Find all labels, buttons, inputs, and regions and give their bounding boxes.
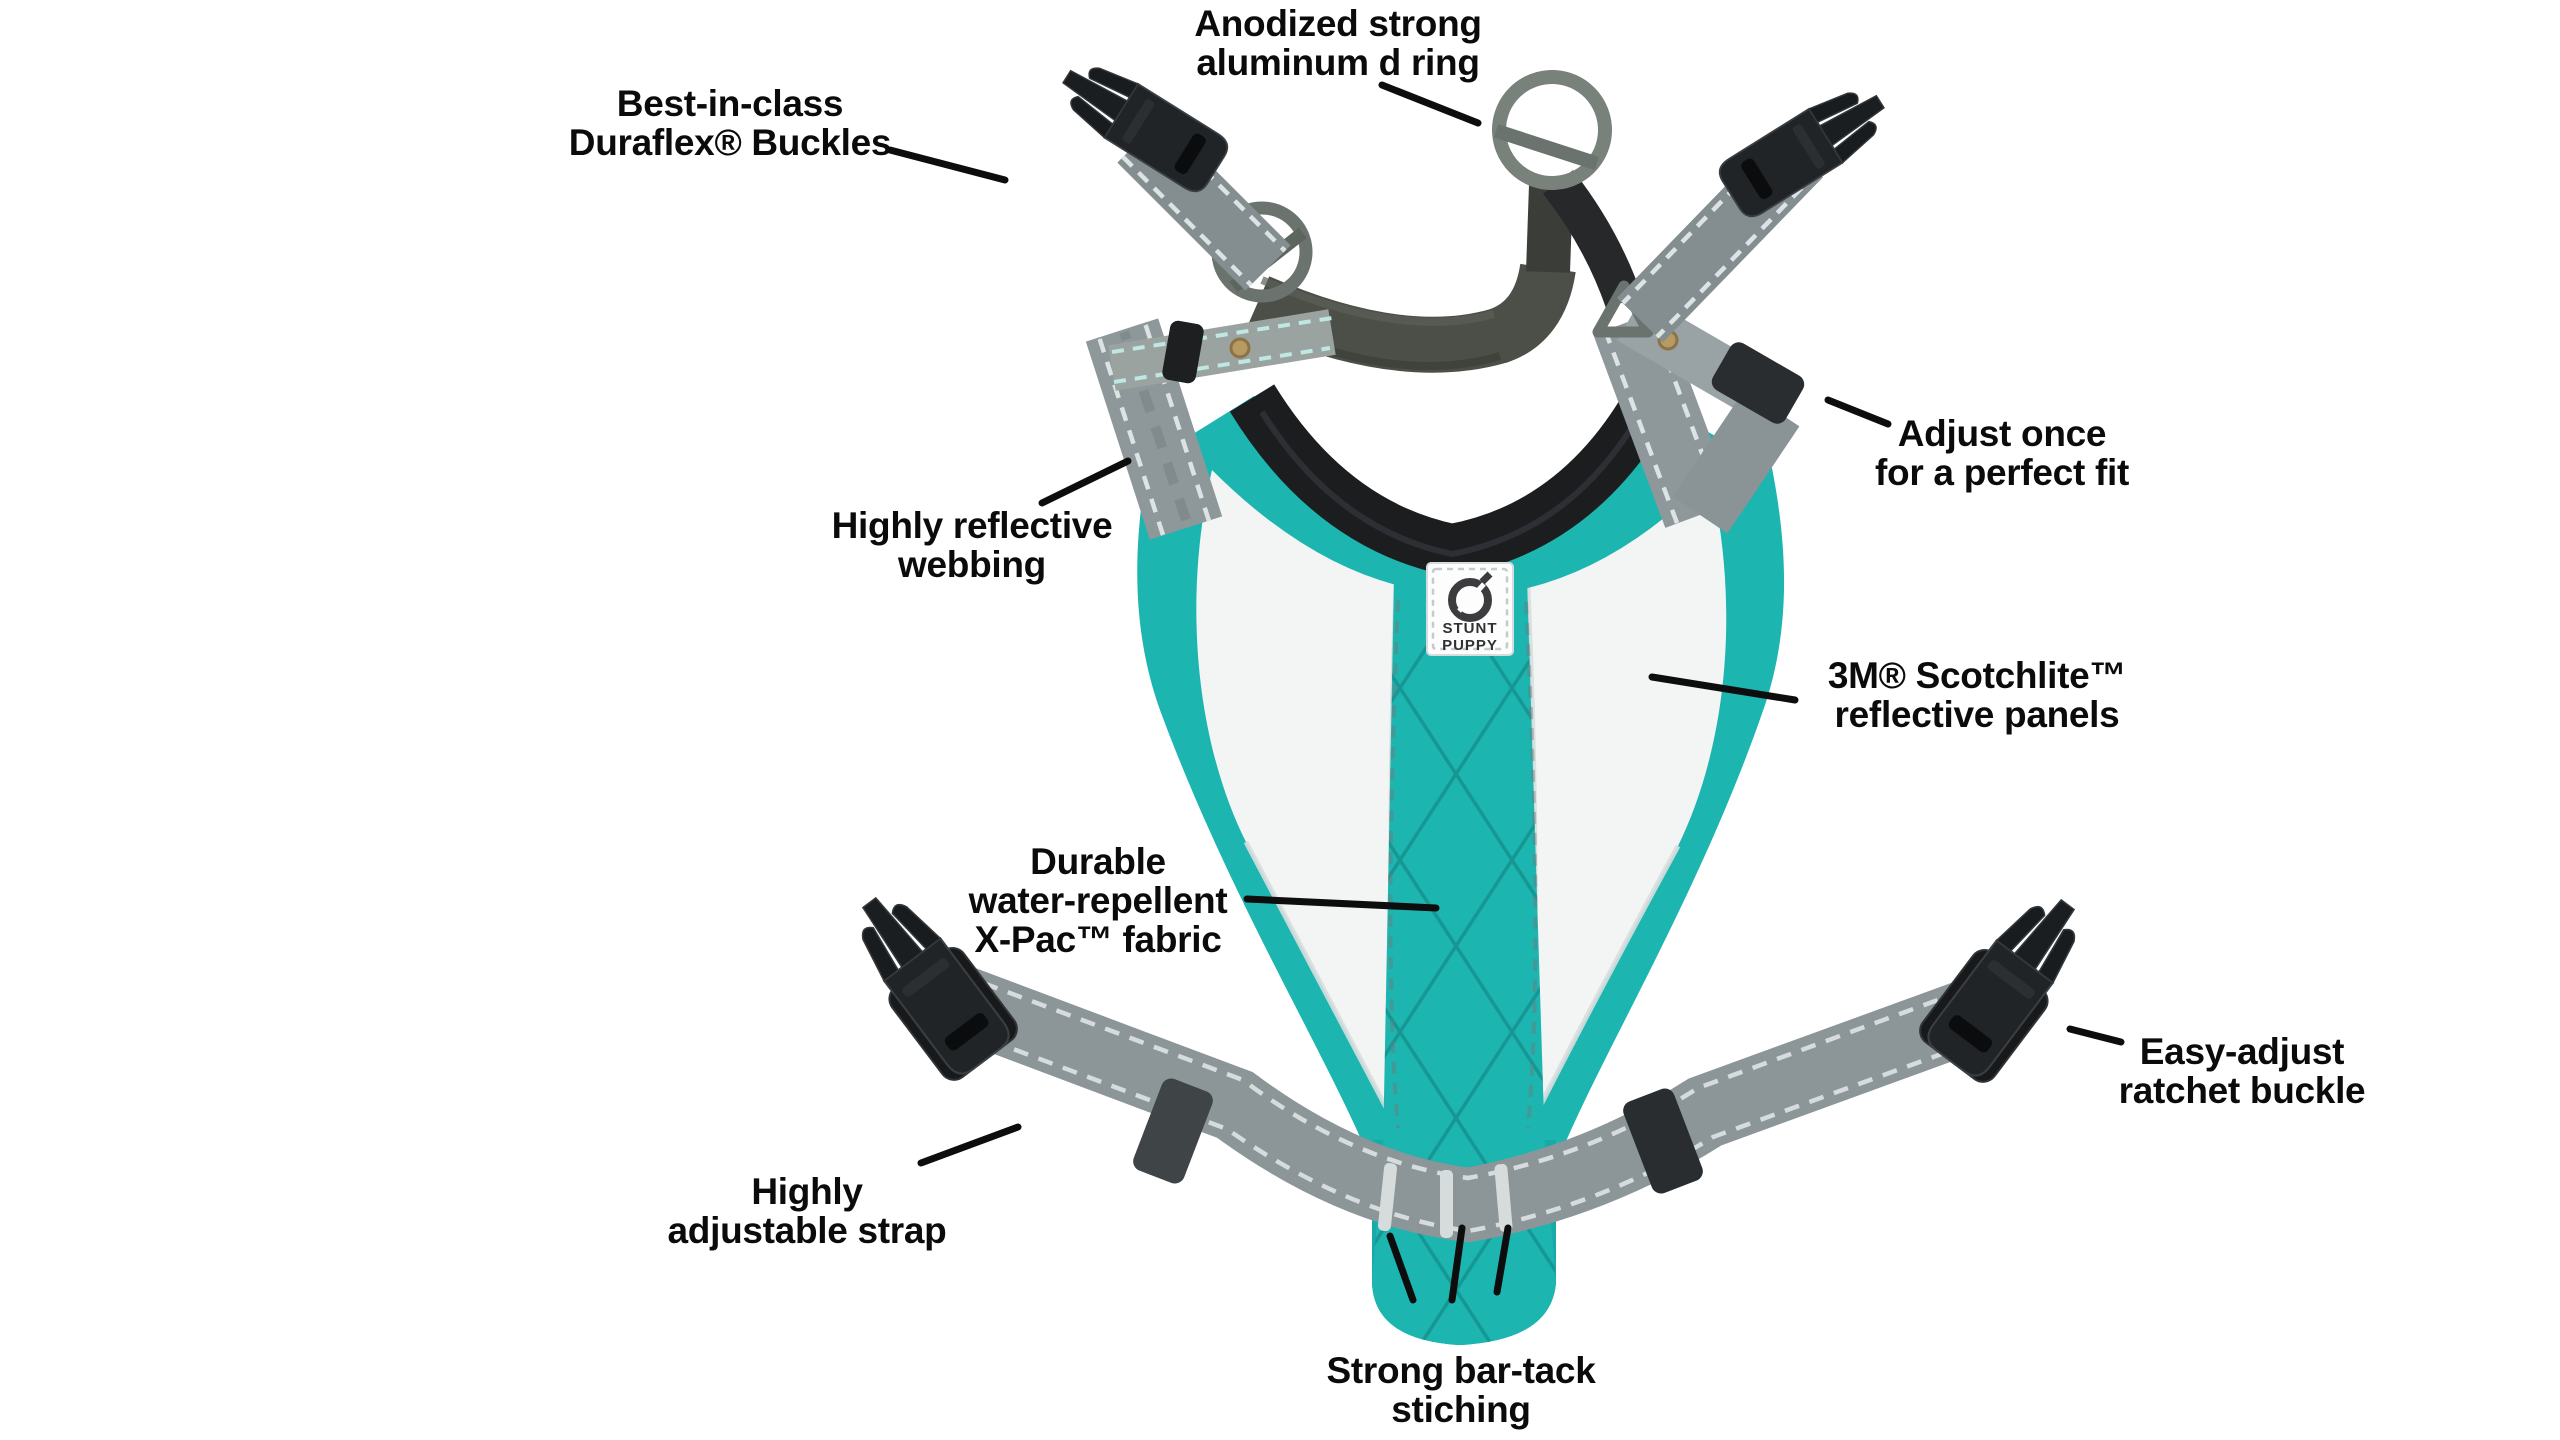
- strap-keeper-left: [1133, 1078, 1213, 1184]
- chest-panel-right: [1528, 476, 1727, 1130]
- label-adjust-once-line2: for a perfect fit: [1875, 452, 2129, 493]
- label-xpac-line2: water-repellent: [968, 880, 1228, 921]
- strap-keeper-right: [1623, 1088, 1703, 1194]
- belly-strap: [936, 963, 1998, 1243]
- label-d-ring-line1: Anodized strong: [1194, 3, 1482, 44]
- label-xpac-line1: Durable: [1030, 841, 1166, 882]
- strap-adjuster-right: [1711, 342, 1805, 424]
- leader-line-xpac: [1243, 895, 1440, 912]
- label-scotchlite-panels: 3M® Scotchlite™ reflective panels: [1827, 655, 2127, 735]
- harness-vest: [1137, 384, 1785, 1345]
- label-bartack-stitching: Strong bar-tack stiching: [1327, 1351, 1596, 1429]
- leader-line-webbing: [1038, 457, 1132, 507]
- d-ring-large: [1492, 70, 1612, 190]
- label-duraflex-line1: Best-in-class: [616, 83, 844, 124]
- label-scotchlite-line2: reflective panels: [1834, 694, 2120, 735]
- strap-clip-left: [1162, 320, 1204, 384]
- label-d-ring-line2: aluminum d ring: [1196, 42, 1480, 83]
- label-adjustable-strap: Highly adjustable strap: [668, 1172, 947, 1250]
- xpac-pattern-overlay: [1372, 578, 1556, 1345]
- label-duraflex-line2: Duraflex® Buckles: [568, 122, 892, 163]
- leader-line-bartack-1: [1386, 1232, 1417, 1304]
- label-ratchet-buckle: Easy-adjust ratchet buckle: [2119, 1032, 2366, 1110]
- label-ratchet-line2: ratchet buckle: [2118, 1070, 2366, 1111]
- leader-line-adjust-once: [1824, 396, 1892, 428]
- label-xpac-fabric: Durable water-repellent X-Pac™ fabric: [969, 842, 1228, 959]
- label-webbing-line2: webbing: [898, 544, 1046, 585]
- leader-line-bartack-2: [1448, 1224, 1466, 1304]
- label-reflective-webbing: Highly reflective webbing: [832, 506, 1113, 584]
- label-adjust-once: Adjust once for a perfect fit: [1875, 414, 2129, 492]
- leader-line-d-ring: [1378, 81, 1482, 127]
- logo-brand-line1: STUNT: [1443, 620, 1498, 637]
- label-xpac-line3: X-Pac™ fabric: [974, 919, 1222, 960]
- label-webbing-line1: Highly reflective: [831, 505, 1113, 546]
- leader-lines: [886, 81, 2125, 1304]
- logo-patch: STUNT PUPPY: [1426, 562, 1514, 656]
- shoulder-strap-left: [1085, 309, 1336, 540]
- label-strap-line1: Highly: [751, 1171, 863, 1212]
- buckle-bottom-right: [1913, 882, 2097, 1089]
- label-scotchlite-line1: 3M® Scotchlite™: [1827, 655, 2127, 696]
- chest-panel-left: [1196, 470, 1398, 1130]
- leader-line-scotchlite: [1648, 673, 1799, 704]
- grommet-left: [1229, 337, 1251, 359]
- leader-line-bartack-3: [1493, 1224, 1512, 1296]
- buckle-top-right: [1713, 73, 1898, 223]
- label-strap-line2: adjustable strap: [667, 1210, 947, 1251]
- label-bartack-line2: stiching: [1391, 1389, 1531, 1430]
- bar-tack-stitches: [1377, 1163, 1513, 1238]
- label-bartack-line1: Strong bar-tack: [1326, 1350, 1596, 1391]
- logo-brand-line2: PUPPY: [1442, 637, 1498, 654]
- leader-line-duraflex: [886, 146, 1009, 184]
- label-adjust-once-line1: Adjust once: [1897, 413, 2107, 454]
- label-duraflex-buckles: Best-in-class Duraflex® Buckles: [568, 83, 892, 163]
- stunt-puppy-logo-icon: [1448, 571, 1493, 622]
- leader-line-ratchet: [2066, 1025, 2125, 1046]
- label-aluminum-d-ring: Anodized strong aluminum d ring: [1194, 3, 1482, 83]
- label-ratchet-line1: Easy-adjust: [2139, 1031, 2345, 1072]
- leader-line-strap: [917, 1123, 1022, 1167]
